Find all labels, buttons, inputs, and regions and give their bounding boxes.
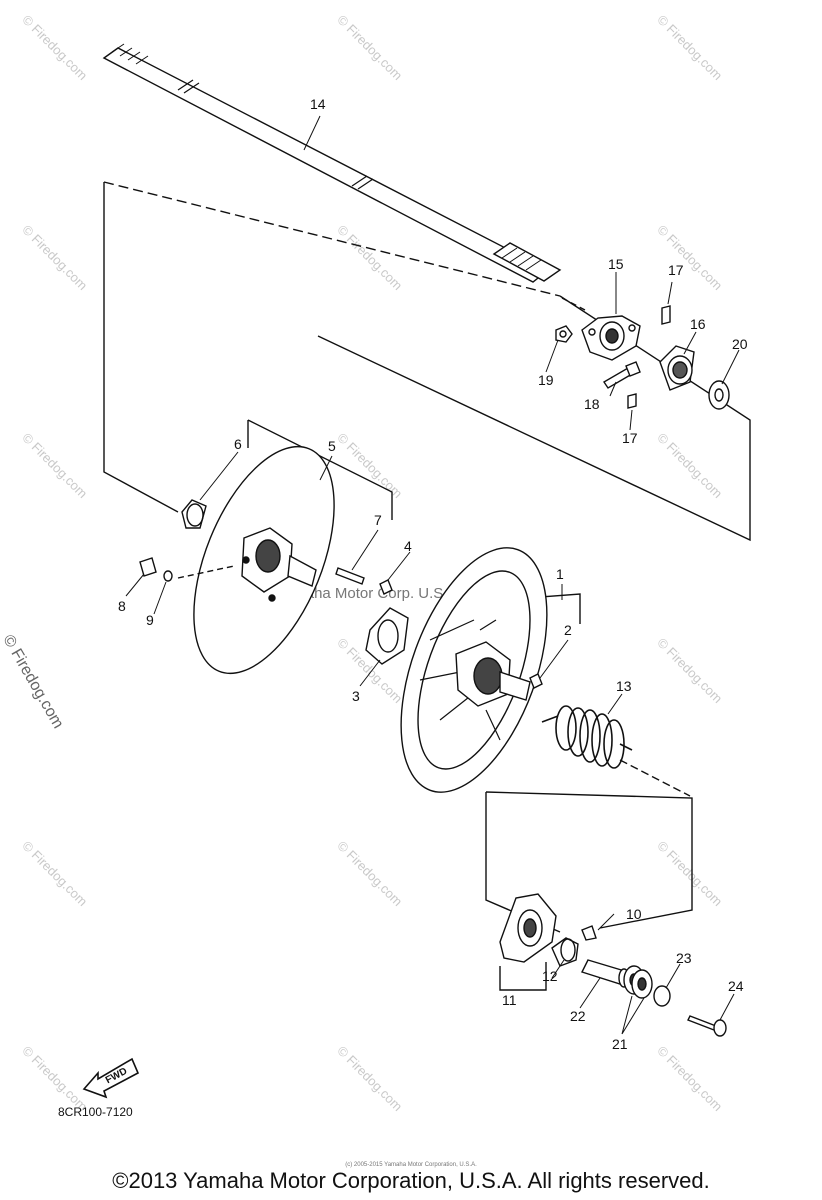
callout-11: 11 <box>502 992 517 1008</box>
callout-9: 9 <box>146 612 154 628</box>
set-screw <box>661 305 671 325</box>
callout-17-bottom: 17 <box>622 430 638 446</box>
gasket-plate <box>365 607 409 665</box>
callout-3: 3 <box>352 688 360 704</box>
callout-5: 5 <box>328 438 336 454</box>
leader-lines <box>125 115 740 1035</box>
bearing-housing <box>581 315 641 361</box>
screw-and-washer <box>139 557 235 582</box>
forward-arrow-icon: FWD <box>82 1055 140 1104</box>
callout-20: 20 <box>732 336 748 352</box>
dashed-leader <box>103 181 561 297</box>
bushing <box>181 499 207 529</box>
small-nut <box>581 925 597 941</box>
callout-14: 14 <box>310 96 326 112</box>
callout-6: 6 <box>234 436 242 452</box>
callout-19: 19 <box>538 372 554 388</box>
copyright-notice: ©2013 Yamaha Motor Corporation, U.S.A. A… <box>112 1168 710 1193</box>
small-nut <box>379 579 393 595</box>
cam-housing <box>499 893 557 963</box>
bracket-line-right <box>317 295 751 542</box>
small-nut <box>529 673 543 689</box>
washer <box>653 985 671 1007</box>
callout-15: 15 <box>608 256 624 272</box>
pin <box>335 567 365 585</box>
washer-pair <box>623 965 653 999</box>
collar <box>581 959 630 988</box>
set-screw <box>627 393 637 409</box>
callout-4: 4 <box>404 538 412 554</box>
callout-8: 8 <box>118 598 126 614</box>
diagram-code: 8CR100-7120 <box>58 1105 133 1119</box>
callout-2: 2 <box>564 622 572 638</box>
bracket-line-right <box>485 791 693 929</box>
nut <box>555 325 573 343</box>
inline-watermark: Yamaha Motor Corp. U.S.A. <box>276 585 462 602</box>
movable-sheave <box>400 547 548 793</box>
callout-12: 12 <box>542 968 558 984</box>
callout-7: 7 <box>374 512 382 528</box>
spring <box>541 705 633 769</box>
callout-17-top: 17 <box>668 262 684 278</box>
callout-1: 1 <box>556 566 564 582</box>
callout-13: 13 <box>616 678 632 694</box>
fwd-arrow-graphic: FWD <box>82 1057 140 1099</box>
bolt <box>603 361 641 389</box>
drive-shaft <box>102 43 562 283</box>
callout-21: 21 <box>612 1036 628 1052</box>
small-copyright: (c) 2005-2015 Yamaha Motor Corporation, … <box>345 1162 477 1168</box>
callout-18: 18 <box>584 396 600 412</box>
washer <box>708 380 730 410</box>
bearing <box>659 345 695 391</box>
callout-23: 23 <box>676 950 692 966</box>
bracket-line <box>247 419 393 520</box>
callout-24: 24 <box>728 978 744 994</box>
bracket-line <box>103 182 179 513</box>
bracket-line <box>499 962 547 991</box>
callout-16: 16 <box>690 316 706 332</box>
fixed-sheave <box>193 445 335 675</box>
callout-22: 22 <box>570 1008 586 1024</box>
callout-10: 10 <box>626 906 642 922</box>
sleeve <box>551 937 579 967</box>
bolt <box>687 1015 727 1037</box>
